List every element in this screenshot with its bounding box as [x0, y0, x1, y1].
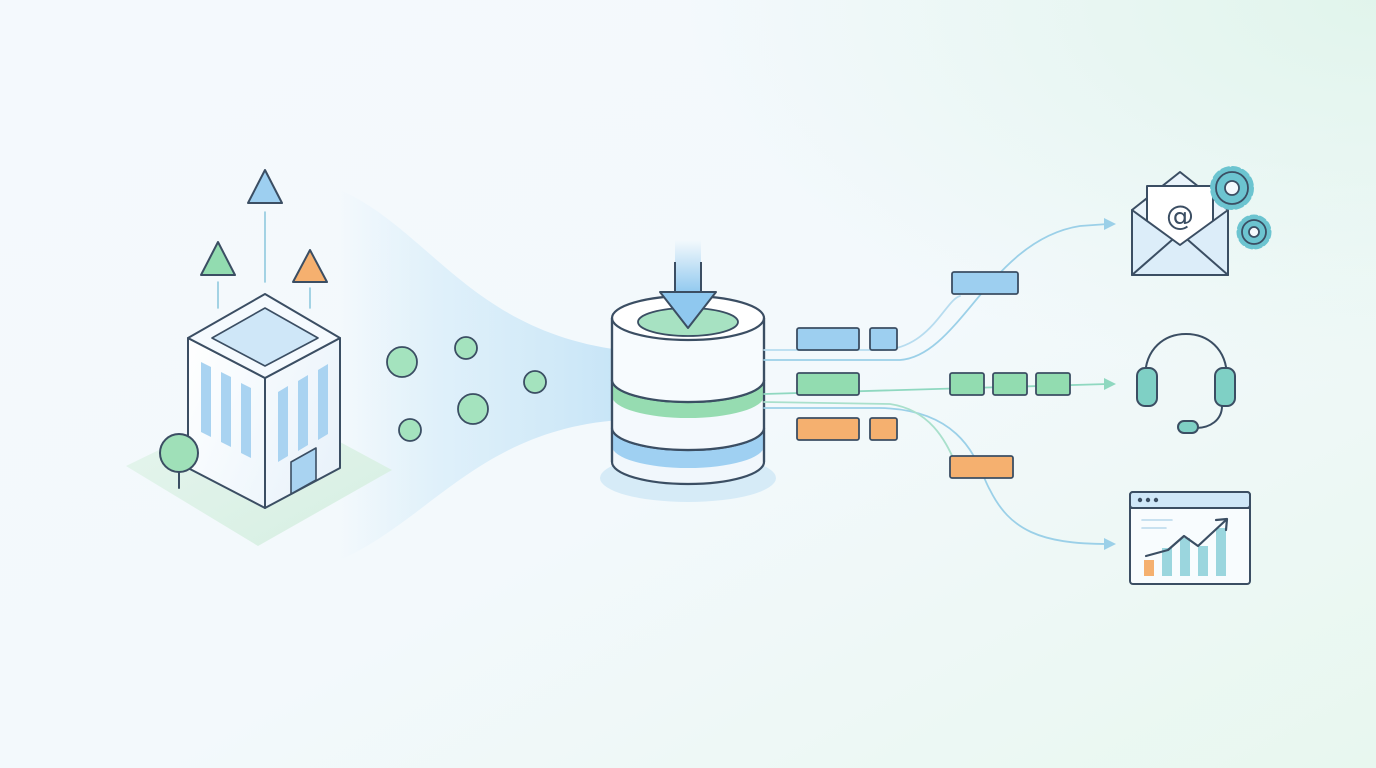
dashboard-trend-line [1144, 518, 1228, 558]
building-left-windows [201, 362, 251, 458]
headset-mic-boom [1195, 405, 1223, 429]
gear-icon [1210, 166, 1254, 210]
data-particles [386, 336, 547, 442]
building-right-windows [278, 364, 328, 462]
dashboard-text-lines [1141, 519, 1173, 529]
arrowhead-email [1104, 218, 1116, 230]
office-building-icon [126, 293, 392, 546]
triangle-orange [292, 249, 328, 283]
particle [454, 336, 478, 360]
signal-triangles [200, 169, 328, 283]
packet-blue [796, 327, 860, 351]
tree-crown [159, 433, 199, 473]
incoming-arrow [659, 240, 717, 329]
connector-email [763, 223, 1109, 361]
headset-mic [1177, 420, 1199, 434]
arrowhead-support [1104, 378, 1116, 390]
particle [457, 393, 489, 425]
headset-left-cup [1136, 367, 1158, 407]
database-top-disk [610, 316, 766, 404]
incoming-arrow-head [659, 291, 717, 329]
connector-analytics [763, 407, 1109, 545]
dashboard-bar [1144, 560, 1154, 576]
packet-orange-route [949, 455, 1014, 479]
headset-band [1144, 333, 1228, 379]
packet-orange [796, 417, 860, 441]
window-dots [1137, 497, 1159, 503]
packet-orange-small [869, 417, 898, 441]
data-stream-funnel [340, 190, 620, 560]
dashboard-trend-arrow [1214, 517, 1229, 532]
building-signals [217, 211, 311, 309]
gear-icon [1236, 214, 1272, 250]
connector-analytics-upper [763, 401, 956, 463]
building-door [290, 447, 317, 495]
analytics-dashboard-icon [1129, 491, 1251, 585]
particle [398, 418, 422, 442]
dashboard-bar [1198, 546, 1208, 576]
packet-green-route [992, 372, 1028, 396]
building-roof-panel [211, 307, 319, 367]
triangle-blue [247, 169, 283, 204]
dashboard-bar [1180, 538, 1190, 576]
headset-right-cup [1214, 367, 1236, 407]
arrowhead-analytics [1104, 538, 1116, 550]
dashboard-bar [1216, 528, 1226, 576]
dashboard-bar [1162, 548, 1172, 576]
data-packets [796, 271, 1071, 479]
email-at-symbol: @ [1166, 199, 1194, 232]
triangle-green [200, 241, 236, 276]
packet-blue-small [869, 327, 898, 351]
dashboard-bars [1144, 528, 1226, 576]
email-settings-icon: @ [1131, 166, 1272, 276]
packet-blue-route [951, 271, 1019, 295]
packet-green-route [1035, 372, 1071, 396]
database-icon [600, 294, 776, 502]
connector-arrowheads [1104, 218, 1116, 550]
particle [523, 370, 547, 394]
packet-green [796, 372, 860, 396]
particle [386, 346, 418, 378]
packet-green-route [949, 372, 985, 396]
headset-icon [1136, 333, 1236, 434]
